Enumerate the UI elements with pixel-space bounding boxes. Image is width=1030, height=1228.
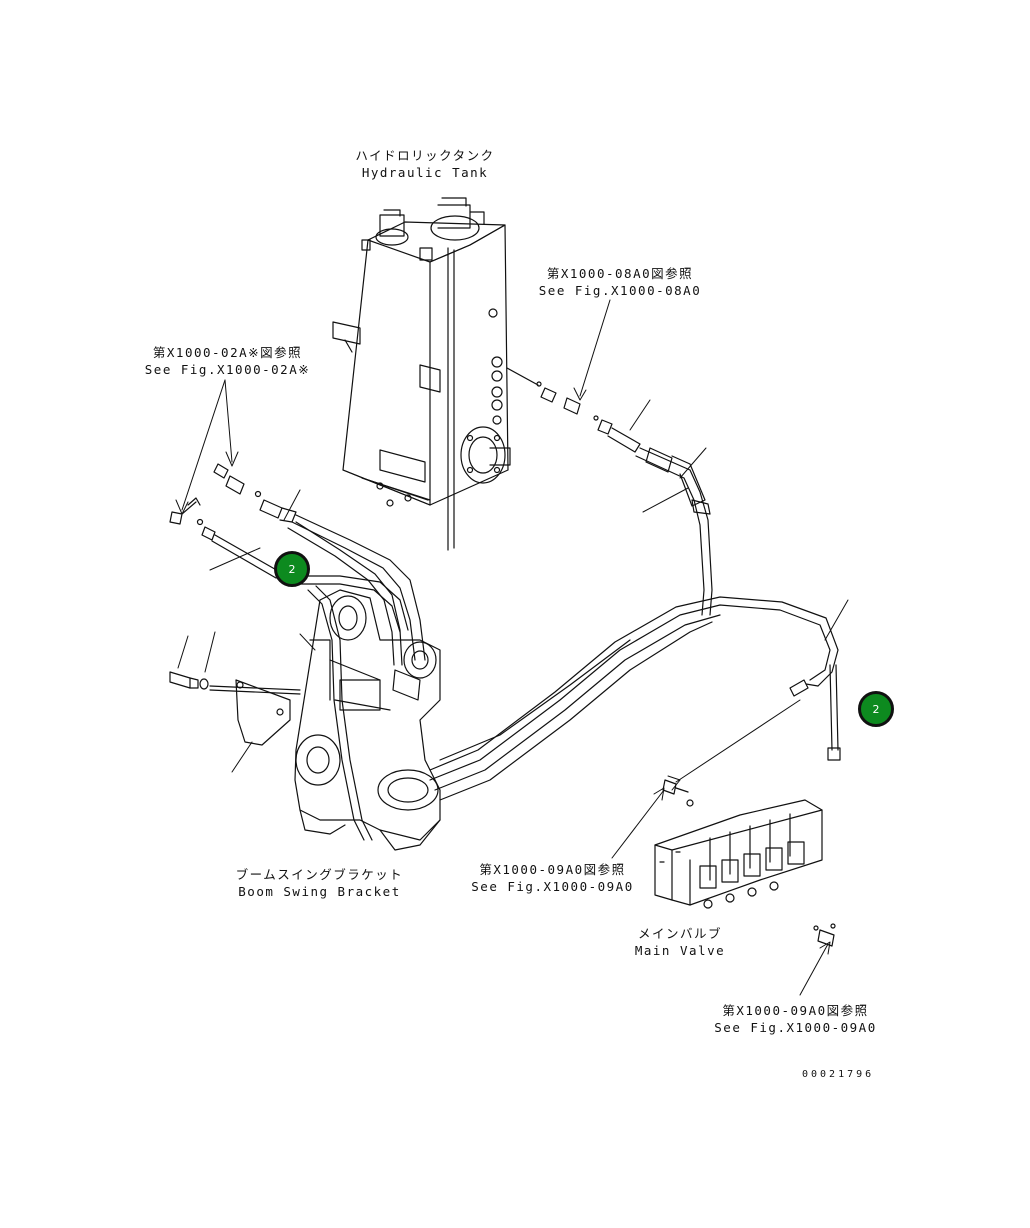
main-hoses [429,596,841,929]
label-hydraulic-tank: ハイドロリックタンク Hydraulic Tank [340,147,510,181]
label-ref-09a0-upper-ja: 第X1000-09A0図参照 [479,862,626,877]
label-ref-09a0-upper: 第X1000-09A0図参照 See Fig.X1000-09A0 [465,861,640,895]
hydraulic-tank-drawing [332,197,511,551]
label-boom-swing-bracket: ブームスイングブラケット Boom Swing Bracket [232,866,407,900]
label-ref-02a-en: See Fig.X1000-02A※ [144,362,311,377]
clamp-plate-and-bolt [169,671,301,746]
label-boom-swing-bracket-ja: ブームスイングブラケット [235,867,404,882]
label-ref-09a0-lower-en: See Fig.X1000-09A0 [714,1020,877,1035]
label-main-valve-ja: メインバルブ [637,926,722,941]
label-ref-09a0-lower: 第X1000-09A0図参照 See Fig.X1000-09A0 [708,1002,883,1036]
callout-badge-2-left[interactable]: 2 [274,551,310,587]
boom-swing-bracket-drawing [294,589,441,851]
label-main-valve: メインバルブ Main Valve [625,925,735,959]
tank-outlet-fittings [506,367,713,616]
label-ref-09a0-upper-en: See Fig.X1000-09A0 [471,879,634,894]
label-main-valve-en: Main Valve [634,943,726,958]
label-hydraulic-tank-ja: ハイドロリックタンク [355,148,495,163]
label-ref-08a0-ja: 第X1000-08A0図参照 [546,266,694,281]
label-ref-02a: 第X1000-02A※図参照 See Fig.X1000-02A※ [140,344,315,378]
document-number: 00021796 [802,1069,875,1080]
label-ref-02a-ja: 第X1000-02A※図参照 [152,345,303,360]
main-valve-drawing [654,779,835,947]
leader-lines [175,299,849,996]
callout-badge-2-right[interactable]: 2 [858,691,894,727]
left-hose-assembly [169,463,426,841]
label-ref-08a0-en: See Fig.X1000-08A0 [538,283,702,298]
label-hydraulic-tank-en: Hydraulic Tank [361,165,489,180]
label-boom-swing-bracket-en: Boom Swing Bracket [238,884,401,899]
label-ref-08a0: 第X1000-08A0図参照 See Fig.X1000-08A0 [535,265,705,299]
label-ref-09a0-lower-ja: 第X1000-09A0図参照 [722,1003,869,1018]
